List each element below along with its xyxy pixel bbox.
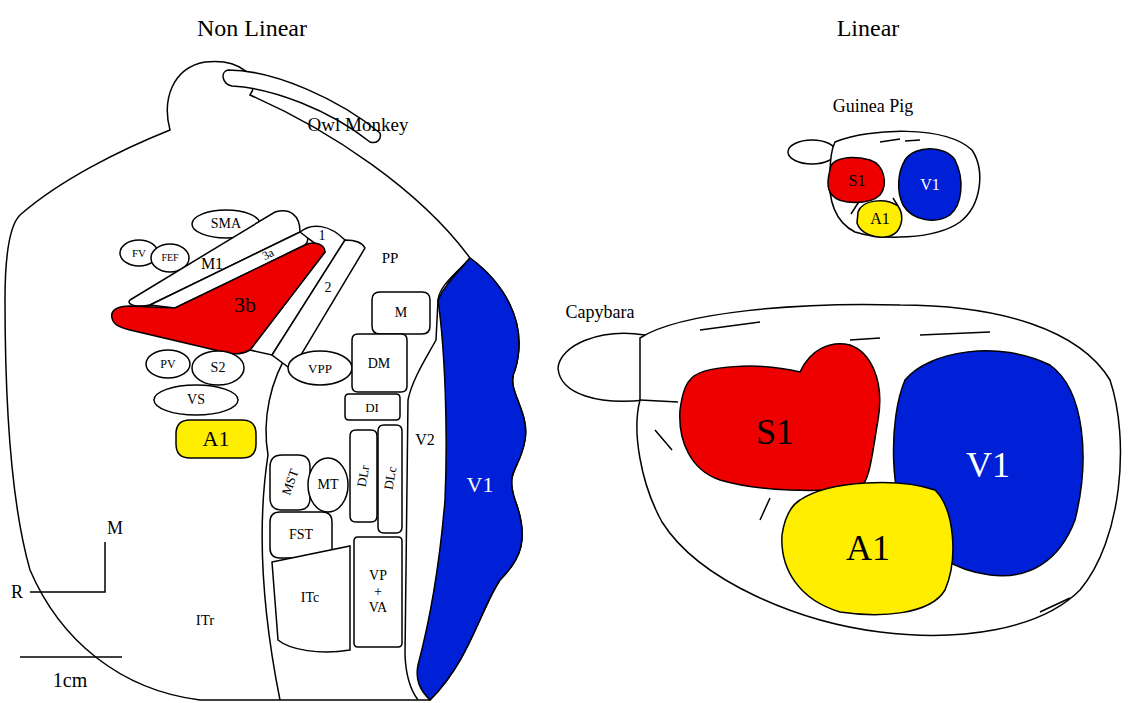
area-outline xyxy=(154,385,238,415)
area-name: FST xyxy=(289,528,313,542)
area-outline xyxy=(417,258,526,700)
area-name: S1 xyxy=(756,414,794,450)
axis-label: M xyxy=(107,519,123,537)
species-name: Owl Monkey xyxy=(308,115,409,134)
cortical-area: DLr xyxy=(348,428,379,524)
area-name: DLc xyxy=(382,465,399,490)
area-name: SMA xyxy=(211,217,241,231)
somatosensory-area: S1 xyxy=(826,155,887,204)
area-name: DM xyxy=(368,357,391,371)
area-outline xyxy=(372,292,430,334)
species-name: Capybara xyxy=(566,303,635,321)
area-name: FEF xyxy=(161,253,178,263)
area-name: 2 xyxy=(325,281,332,295)
area-outline xyxy=(146,350,190,378)
area-name: A1 xyxy=(203,428,230,450)
area-name: VP + VA xyxy=(366,568,390,616)
area-outline xyxy=(308,458,348,512)
area-outline xyxy=(270,455,310,510)
area-outline xyxy=(288,351,352,385)
area-outline xyxy=(828,158,884,203)
area-name: V1 xyxy=(467,474,494,496)
auditory-area: A1 xyxy=(174,418,258,460)
area-name: 1 xyxy=(319,229,326,243)
cortical-area: DM xyxy=(350,332,409,394)
area-name: FV xyxy=(132,248,146,259)
area-name: V1 xyxy=(920,177,940,193)
species-name: Guinea Pig xyxy=(833,97,914,115)
panel-heading: Linear xyxy=(837,16,900,40)
area-outline xyxy=(192,351,244,385)
axis-lines xyxy=(30,542,105,592)
area-name: VPP xyxy=(308,362,332,375)
visual-area: V1 xyxy=(415,256,528,702)
olfactory-bulb xyxy=(558,333,645,401)
area-name: DI xyxy=(365,401,379,414)
area-label: PP xyxy=(382,251,399,266)
area-name: ITc xyxy=(301,591,319,605)
cortical-area: VP + VA xyxy=(352,535,404,649)
area-outline xyxy=(899,149,961,220)
cortical-area: DLc xyxy=(376,423,404,535)
cortical-area: VS xyxy=(152,383,240,417)
panel-heading: Non Linear xyxy=(197,16,307,40)
area-outline xyxy=(345,394,400,420)
cortical-area: ITc xyxy=(270,544,352,654)
area-name: M xyxy=(395,306,407,320)
area-name: 3b xyxy=(234,294,256,316)
visual-area: V1 xyxy=(896,146,963,222)
area-outline xyxy=(352,334,407,392)
owl-cortex-outline xyxy=(5,61,526,700)
cortical-area: MT xyxy=(305,455,350,514)
area-name: DLr xyxy=(355,464,372,488)
area-outline xyxy=(857,201,902,237)
area-name: A1 xyxy=(870,211,890,227)
area-name: MT xyxy=(318,478,339,492)
area-label: V2 xyxy=(415,432,435,448)
scale-bar xyxy=(20,656,122,658)
cortical-area: PV xyxy=(144,348,192,380)
auditory-area: A1 xyxy=(855,198,904,239)
cortical-area: DI xyxy=(343,392,402,422)
capybara-cortex-outline xyxy=(637,304,1120,635)
area-name: S2 xyxy=(211,361,226,375)
auditory-area: A1 xyxy=(779,480,954,617)
cortical-area: S2 xyxy=(190,349,246,387)
area-name: A1 xyxy=(846,530,890,566)
cortical-area: M xyxy=(370,290,432,336)
area-name: VS xyxy=(187,393,205,407)
guinea-pig-cortex-outline xyxy=(830,131,980,237)
cortical-area: VPP xyxy=(286,349,354,387)
area-outline xyxy=(378,425,402,533)
area-name: V1 xyxy=(966,447,1010,483)
area-label: ITr xyxy=(196,613,215,628)
axis-label: R xyxy=(11,583,23,601)
somatosensory-area: S1 xyxy=(677,341,881,492)
area-name: M1 xyxy=(201,256,223,272)
area-outline xyxy=(680,344,880,491)
area-outline xyxy=(176,420,256,458)
area-outline xyxy=(350,430,377,522)
olfactory-bulb xyxy=(788,140,836,164)
area-outline xyxy=(782,483,953,615)
area-outline xyxy=(272,546,350,652)
area-name: S1 xyxy=(849,173,866,189)
cortical-area: MST xyxy=(268,453,312,512)
area-name: PV xyxy=(160,358,175,370)
scale-label: 1cm xyxy=(53,670,87,690)
area-outline xyxy=(354,537,402,647)
